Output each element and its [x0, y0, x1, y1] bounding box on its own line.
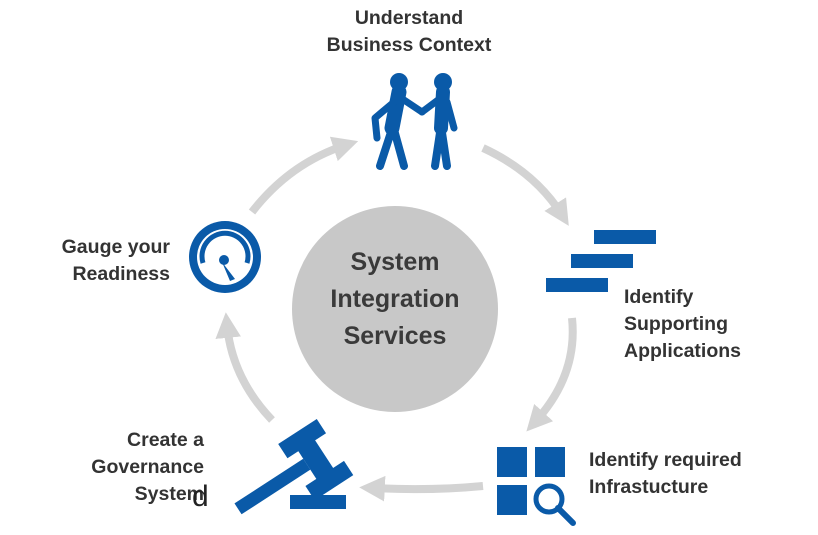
step-label-infra: Identify required Infrastucture	[589, 447, 742, 501]
cropped-text-fragment: d	[192, 480, 209, 513]
center-hub	[292, 206, 498, 412]
stacked-bars-icon	[546, 230, 656, 292]
cycle-arrows	[215, 136, 577, 502]
arrow-understand-to-apps	[481, 144, 569, 226]
step-label-line: Gauge your	[61, 236, 170, 258]
gauge-icon	[189, 221, 261, 293]
step-label-line: Infrastucture	[589, 476, 709, 498]
arrow-governance-to-readiness	[215, 312, 275, 423]
step-label-line: Readiness	[72, 263, 170, 285]
center-title-line: Integration	[330, 285, 460, 313]
step-label-line: System	[134, 483, 204, 505]
center-title-line: System	[350, 248, 440, 276]
gavel-icon	[234, 418, 354, 515]
step-label-line: Understand	[354, 7, 464, 29]
center-title-line: Services	[343, 322, 447, 350]
arrow-apps-to-infra	[526, 317, 577, 432]
step-label-readiness: Gauge your Readiness	[20, 234, 170, 288]
step-label-line: Applications	[624, 340, 742, 362]
step-label-line: Business Context	[326, 34, 492, 56]
step-label-line: Governance	[91, 456, 204, 478]
step-label-understand: Understand Business Context	[296, 5, 522, 59]
arrow-infra-to-governance	[359, 475, 484, 502]
step-label-governance: Create a Governance System	[40, 427, 204, 508]
step-label-line: Create a	[127, 429, 204, 451]
center-title: System Integration Services	[300, 244, 490, 374]
arrow-readiness-to-understand	[248, 136, 359, 215]
step-label-apps: Identify Supporting Applications	[624, 284, 741, 365]
step-label-line: Identify	[624, 286, 694, 308]
handshake-people-icon	[371, 73, 458, 170]
step-label-line: Supporting	[624, 313, 728, 335]
grid-search-icon	[497, 447, 576, 526]
step-label-line: Identify required	[589, 449, 742, 471]
